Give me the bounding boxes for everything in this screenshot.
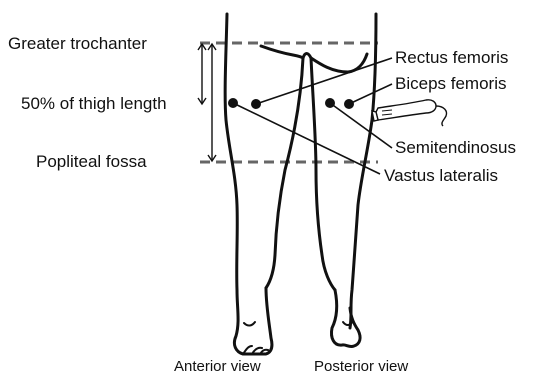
popliteal-fossa-label: Popliteal fossa <box>36 152 147 171</box>
thigh-midpoint-label: 50% of thigh length <box>21 94 167 113</box>
posterior-foot-toes <box>343 322 352 325</box>
biceps-femoris-label: Biceps femoris <box>395 74 506 93</box>
half-thigh-arrow <box>198 44 206 104</box>
posterior-leg-inner-edge <box>311 58 335 290</box>
center-division <box>303 54 311 59</box>
anterior-ankle-mark <box>244 322 255 326</box>
vastus-lateralis-label: Vastus lateralis <box>384 166 498 185</box>
anterior-leg-inner-edge <box>266 58 303 288</box>
ultrasound-probe-icon <box>372 100 447 126</box>
posterior-view-label: Posterior view <box>314 358 408 375</box>
legs-outline <box>225 14 376 354</box>
thigh-length-arrow <box>208 44 216 161</box>
anterior-view-label: Anterior view <box>174 358 261 375</box>
crotch-curve <box>261 46 303 58</box>
posterior-foot <box>331 290 360 347</box>
biceps-femoris-leader <box>349 84 392 104</box>
greater-trochanter-label: Greater trochanter <box>8 34 147 53</box>
rectus-femoris-label: Rectus femoris <box>395 48 508 67</box>
anterior-leg-outer-edge <box>225 14 272 354</box>
semitendinosus-label: Semitendinosus <box>395 138 516 157</box>
